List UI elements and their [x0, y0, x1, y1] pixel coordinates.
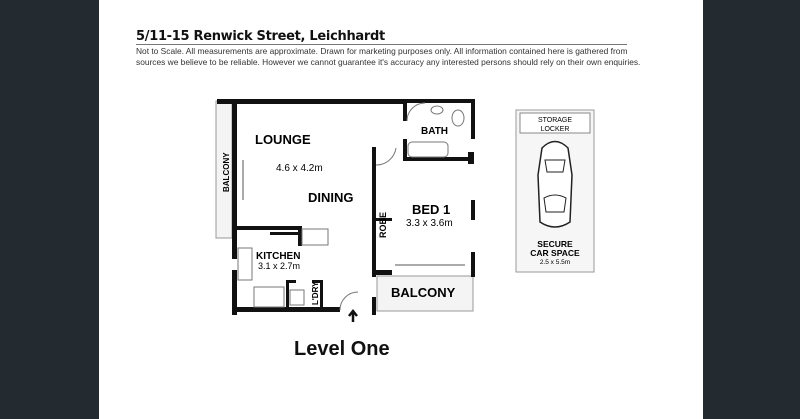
bed-door-swing — [375, 147, 397, 166]
bath-label: BATH — [421, 126, 448, 137]
property-address-title: 5/11-15 Renwick Street, Leichhardt — [136, 29, 385, 44]
dining-label: DINING — [308, 190, 354, 205]
car-label-1: SECURE — [537, 239, 573, 249]
laundry-label: L'DRY — [311, 281, 320, 305]
storage-label-1: STORAGE — [538, 117, 572, 124]
bed-label: BED 1 — [412, 202, 450, 217]
walls — [217, 99, 475, 315]
lounge-label: LOUNGE — [255, 132, 311, 147]
document-page — [99, 0, 703, 419]
bottom-balcony — [376, 275, 474, 312]
entry-door-swing — [339, 291, 359, 311]
title-divider — [136, 44, 627, 45]
storage-locker — [519, 112, 591, 134]
storage-label-2: LOCKER — [541, 126, 570, 133]
bath-basin — [430, 105, 444, 115]
cooktop — [253, 286, 285, 308]
level-label: Level One — [294, 338, 390, 360]
kitchen-size: 3.1 x 2.7m — [258, 261, 300, 271]
bath-door-swing — [406, 102, 426, 122]
car-size: 2.5 x 5.5m — [540, 259, 570, 266]
car-icon — [537, 140, 573, 228]
kitchen-sink — [237, 247, 253, 281]
disclaimer-text: Not to Scale. All measurements are appro… — [136, 46, 641, 67]
bed-size: 3.3 x 3.6m — [406, 218, 453, 229]
bathtub — [407, 141, 449, 158]
lounge-size: 4.6 x 4.2m — [276, 163, 323, 174]
kitchen-label: KITCHEN — [256, 251, 300, 262]
entry-arrow-icon — [348, 308, 358, 322]
balcony-label: BALCONY — [391, 285, 456, 300]
laundry-tub — [289, 289, 305, 306]
car-label-2: CAR SPACE — [530, 248, 580, 258]
robe-label: ROBE — [378, 212, 388, 238]
side-balcony-label: BALCONY — [222, 152, 231, 192]
toilet — [451, 109, 465, 127]
kitchen-counter — [301, 228, 329, 246]
